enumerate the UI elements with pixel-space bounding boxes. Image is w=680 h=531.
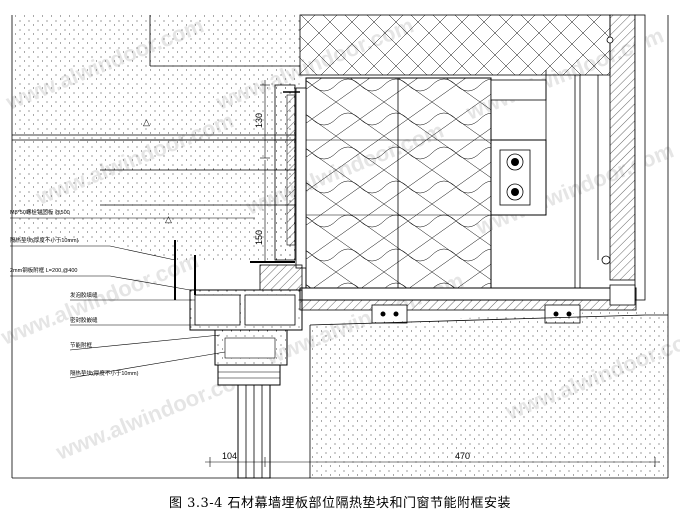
insulation-block [305, 77, 492, 289]
dimension-upper: 130 [254, 80, 270, 159]
section-mark: △ [165, 214, 172, 224]
figure-caption: 图 3.3-4 石材幕墙埋板部位隔热垫块和门窗节能附框安装 [168, 496, 512, 511]
concrete-slab-lower [309, 310, 668, 478]
annotation-label: 发泡胶填缝 [70, 291, 98, 299]
dimension-label: 150 [254, 230, 264, 245]
dimension-label: 130 [254, 113, 264, 128]
dimension-label: 104 [222, 451, 237, 461]
dimension-bottom: 104 470 [205, 451, 660, 467]
section-mark: △ [143, 117, 150, 127]
masonry-wall [299, 14, 646, 301]
annotation-label: M8*50螺栓锚固板 @500 [10, 208, 70, 216]
watermark-text: www.alwindoor.com [0, 248, 202, 350]
annotation-label: 隔热垫块(厚度不小于10mm) [10, 236, 79, 244]
annotation-label: 节能附框 [70, 341, 93, 349]
lower-ledge [299, 284, 637, 324]
dimension-lower: 150 [254, 160, 270, 263]
annotation-label: 隔热垫块(厚度不小于10mm) [70, 369, 139, 377]
annotations: M8*50螺栓锚固板 @500 隔热垫块(厚度不小于10mm) 2mm钢板附框 … [10, 208, 255, 379]
steel-bracket [490, 70, 547, 216]
vertical-mullion [574, 36, 614, 300]
concrete-slab-upper [12, 15, 300, 262]
dimension-label: 470 [455, 451, 470, 461]
anchor-bolts [174, 91, 300, 300]
annotation-label: 2mm钢板附框 L=200,@400 [10, 266, 78, 274]
annotation-label: 密封胶嵌缝 [70, 316, 98, 324]
stone-panel [274, 84, 307, 269]
window-frame [189, 264, 303, 479]
